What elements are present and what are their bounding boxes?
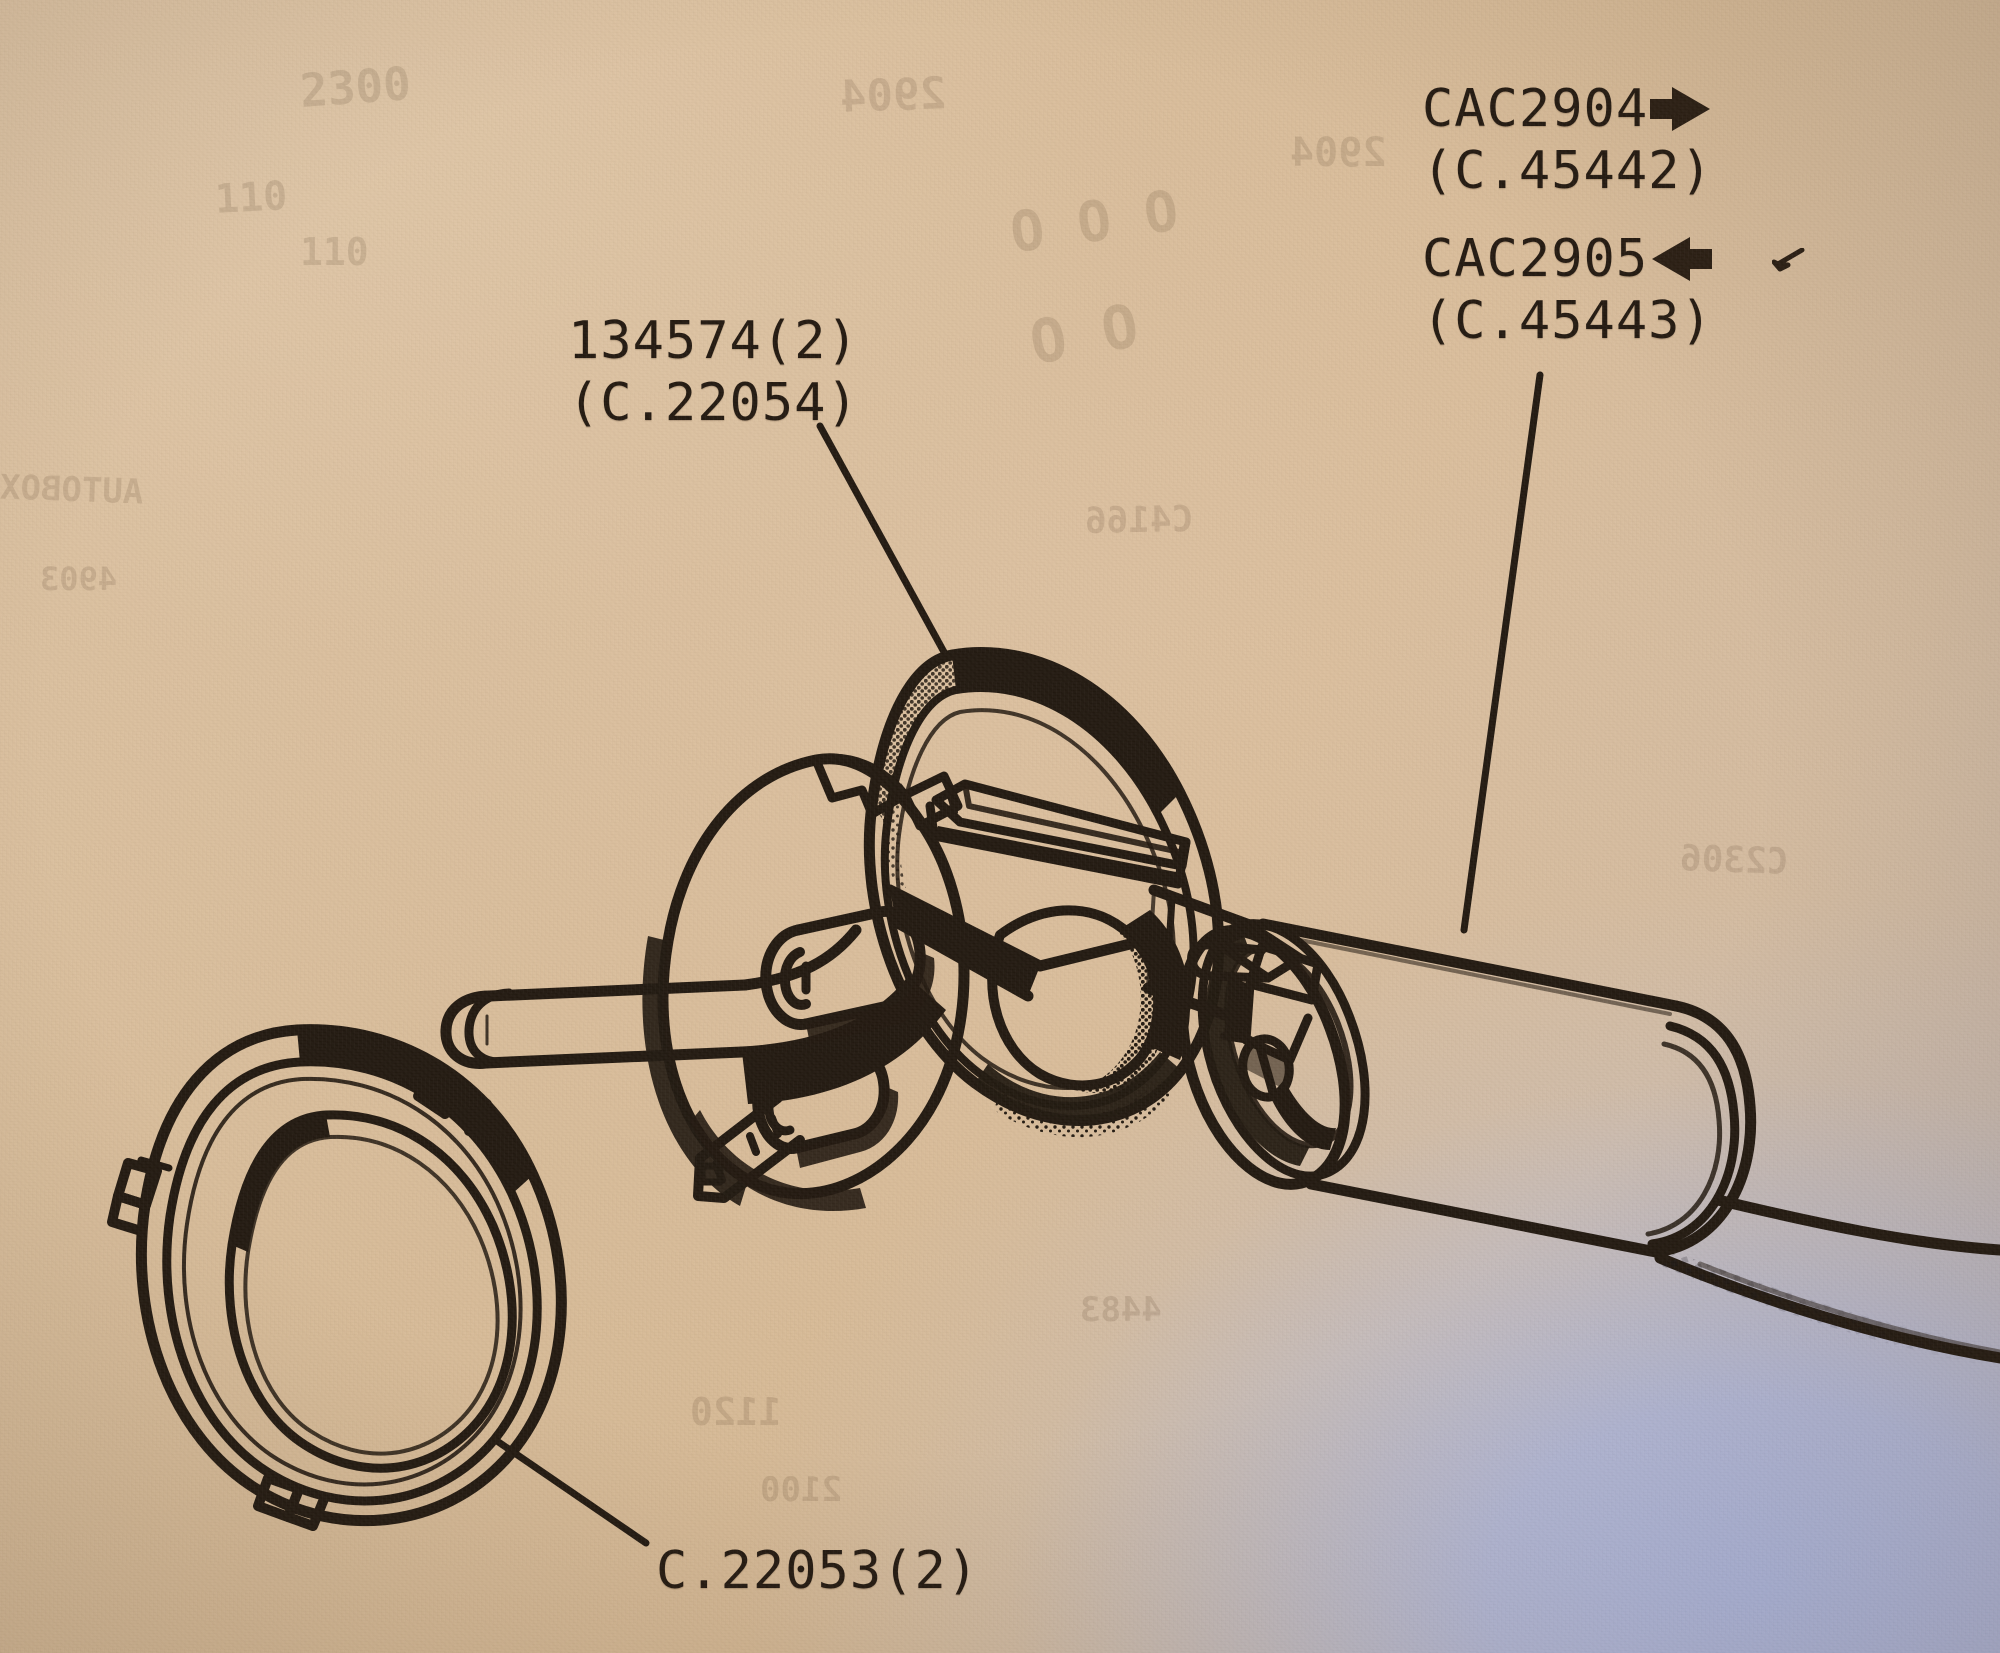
filler-neck-rh-label: CAC2904(C.45442): [1422, 78, 1713, 202]
small-arrow-tick-icon: [1771, 247, 1806, 276]
bent-arrow-left-icon: [1652, 237, 1713, 281]
leader-cac2905: [1460, 371, 1544, 934]
part-number-text: CAC2904: [1422, 79, 1649, 139]
part-number-text: CAC2905: [1422, 229, 1649, 289]
part-number-text: C.22053(2): [656, 1541, 980, 1601]
part-number-text: (C.45442): [1422, 141, 1713, 201]
part-number-text: (C.45443): [1422, 291, 1713, 351]
filler-neck-lh-label: CAC2905(C.45443): [1422, 228, 1713, 352]
leader-134574: [816, 422, 948, 656]
locking-ring-part: [107, 1024, 567, 1531]
leader-c22053: [493, 1437, 650, 1547]
filler-neck-cylinder: [1142, 884, 2000, 1368]
sender-unit-flange: [642, 647, 1225, 1212]
part-number-text: (C.22054): [568, 373, 859, 433]
sender-outlet-pipe: [440, 924, 946, 1104]
bent-arrow-right-icon: [1650, 87, 1711, 131]
sender-unit-screw-label: 134574(2)(C.22054): [568, 310, 859, 434]
part-number-text: 134574(2): [568, 311, 859, 371]
leader-lines: [493, 371, 1544, 1547]
locking-ring-label: C.22053(2): [656, 1540, 979, 1602]
